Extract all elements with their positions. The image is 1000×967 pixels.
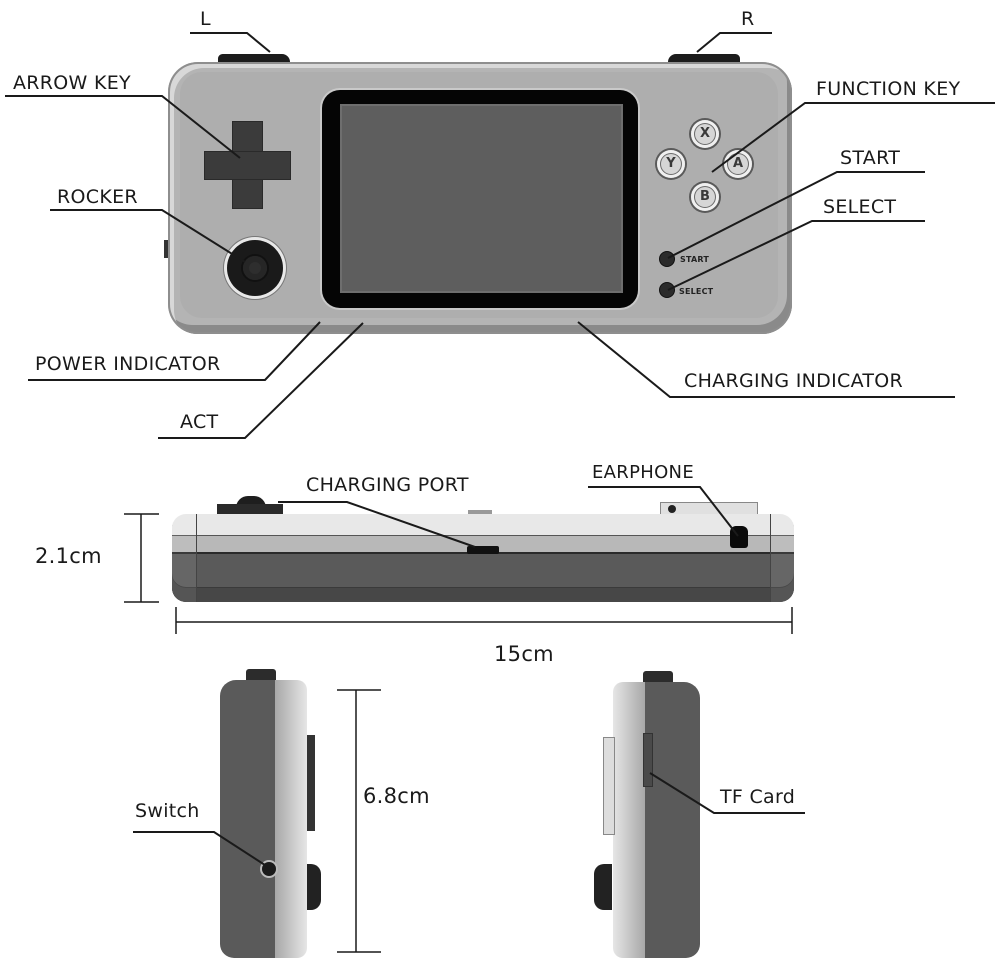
right-side-buttons [603,737,615,835]
top-view-face [172,514,794,536]
r-shoulder-button [668,54,740,62]
left-side-shoulder [246,669,276,683]
label-switch: Switch [135,800,200,822]
select-button [660,283,674,297]
top-shoulder-l [217,504,283,516]
l-shoulder-button [218,54,290,62]
button-x: X [691,120,719,148]
label-act: ACT [180,411,219,433]
label-earphone: EARPHONE [592,462,694,483]
label-power-indicator: POWER INDICATOR [35,353,221,375]
label-charging-indicator: CHARGING INDICATOR [684,370,904,392]
right-side-shoulder [643,671,673,685]
rocker-cap [243,256,267,280]
screen [340,104,623,293]
top-view-end-left [172,514,197,602]
start-print: START [680,255,710,264]
right-side-face [613,682,645,958]
top-small-bump [468,510,492,514]
start-button [660,252,674,266]
left-side-face [275,680,307,958]
dimension-depth: 6.8cm [363,784,430,808]
label-function-key: FUNCTION KEY [816,78,961,100]
right-side-rocker [594,864,612,910]
switch-icon [262,862,276,876]
top-view-end-right [770,514,795,602]
button-b: B [691,183,719,211]
select-print: SELECT [679,287,714,296]
button-y: Y [657,150,685,178]
label-rocker: ROCKER [57,186,138,208]
earphone-jack [730,526,748,548]
charging-port [467,546,499,554]
button-a: A [724,150,752,178]
right-side-shell [645,682,700,958]
label-tf-card: TF Card [720,786,796,808]
label-r: R [741,8,755,30]
label-arrow-key: ARROW KEY [13,72,131,94]
top-button-dot [668,505,676,513]
dimension-height: 2.1cm [35,544,102,568]
top-view-shell [172,554,794,602]
side-notch [164,240,168,258]
label-charging-port: CHARGING PORT [306,474,469,496]
tf-card-slot [643,733,653,787]
label-l: L [200,8,211,30]
left-side-dpad [307,735,315,831]
dpad-horizontal [205,152,290,179]
left-side-shell [220,680,275,958]
left-side-rocker [307,864,321,910]
label-select: SELECT [823,196,897,218]
dimension-width: 15cm [494,642,554,666]
label-start: START [840,147,901,169]
